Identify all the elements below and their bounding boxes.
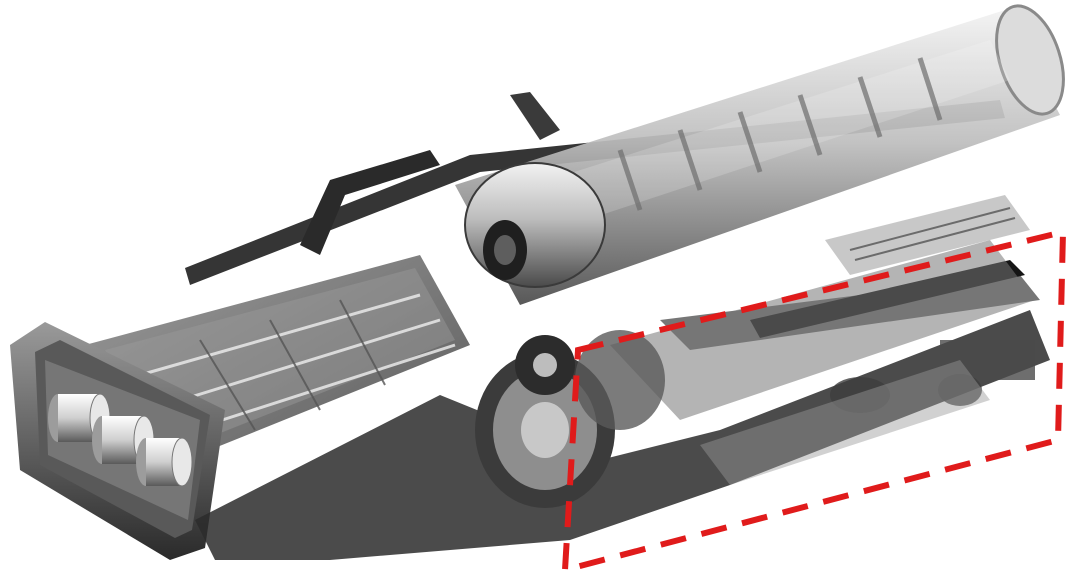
- cleaning-shoe: [575, 195, 1035, 485]
- intake-rollers: [48, 393, 193, 487]
- rotor-housing: [455, 4, 1065, 305]
- front-rotor-drum: [464, 162, 606, 288]
